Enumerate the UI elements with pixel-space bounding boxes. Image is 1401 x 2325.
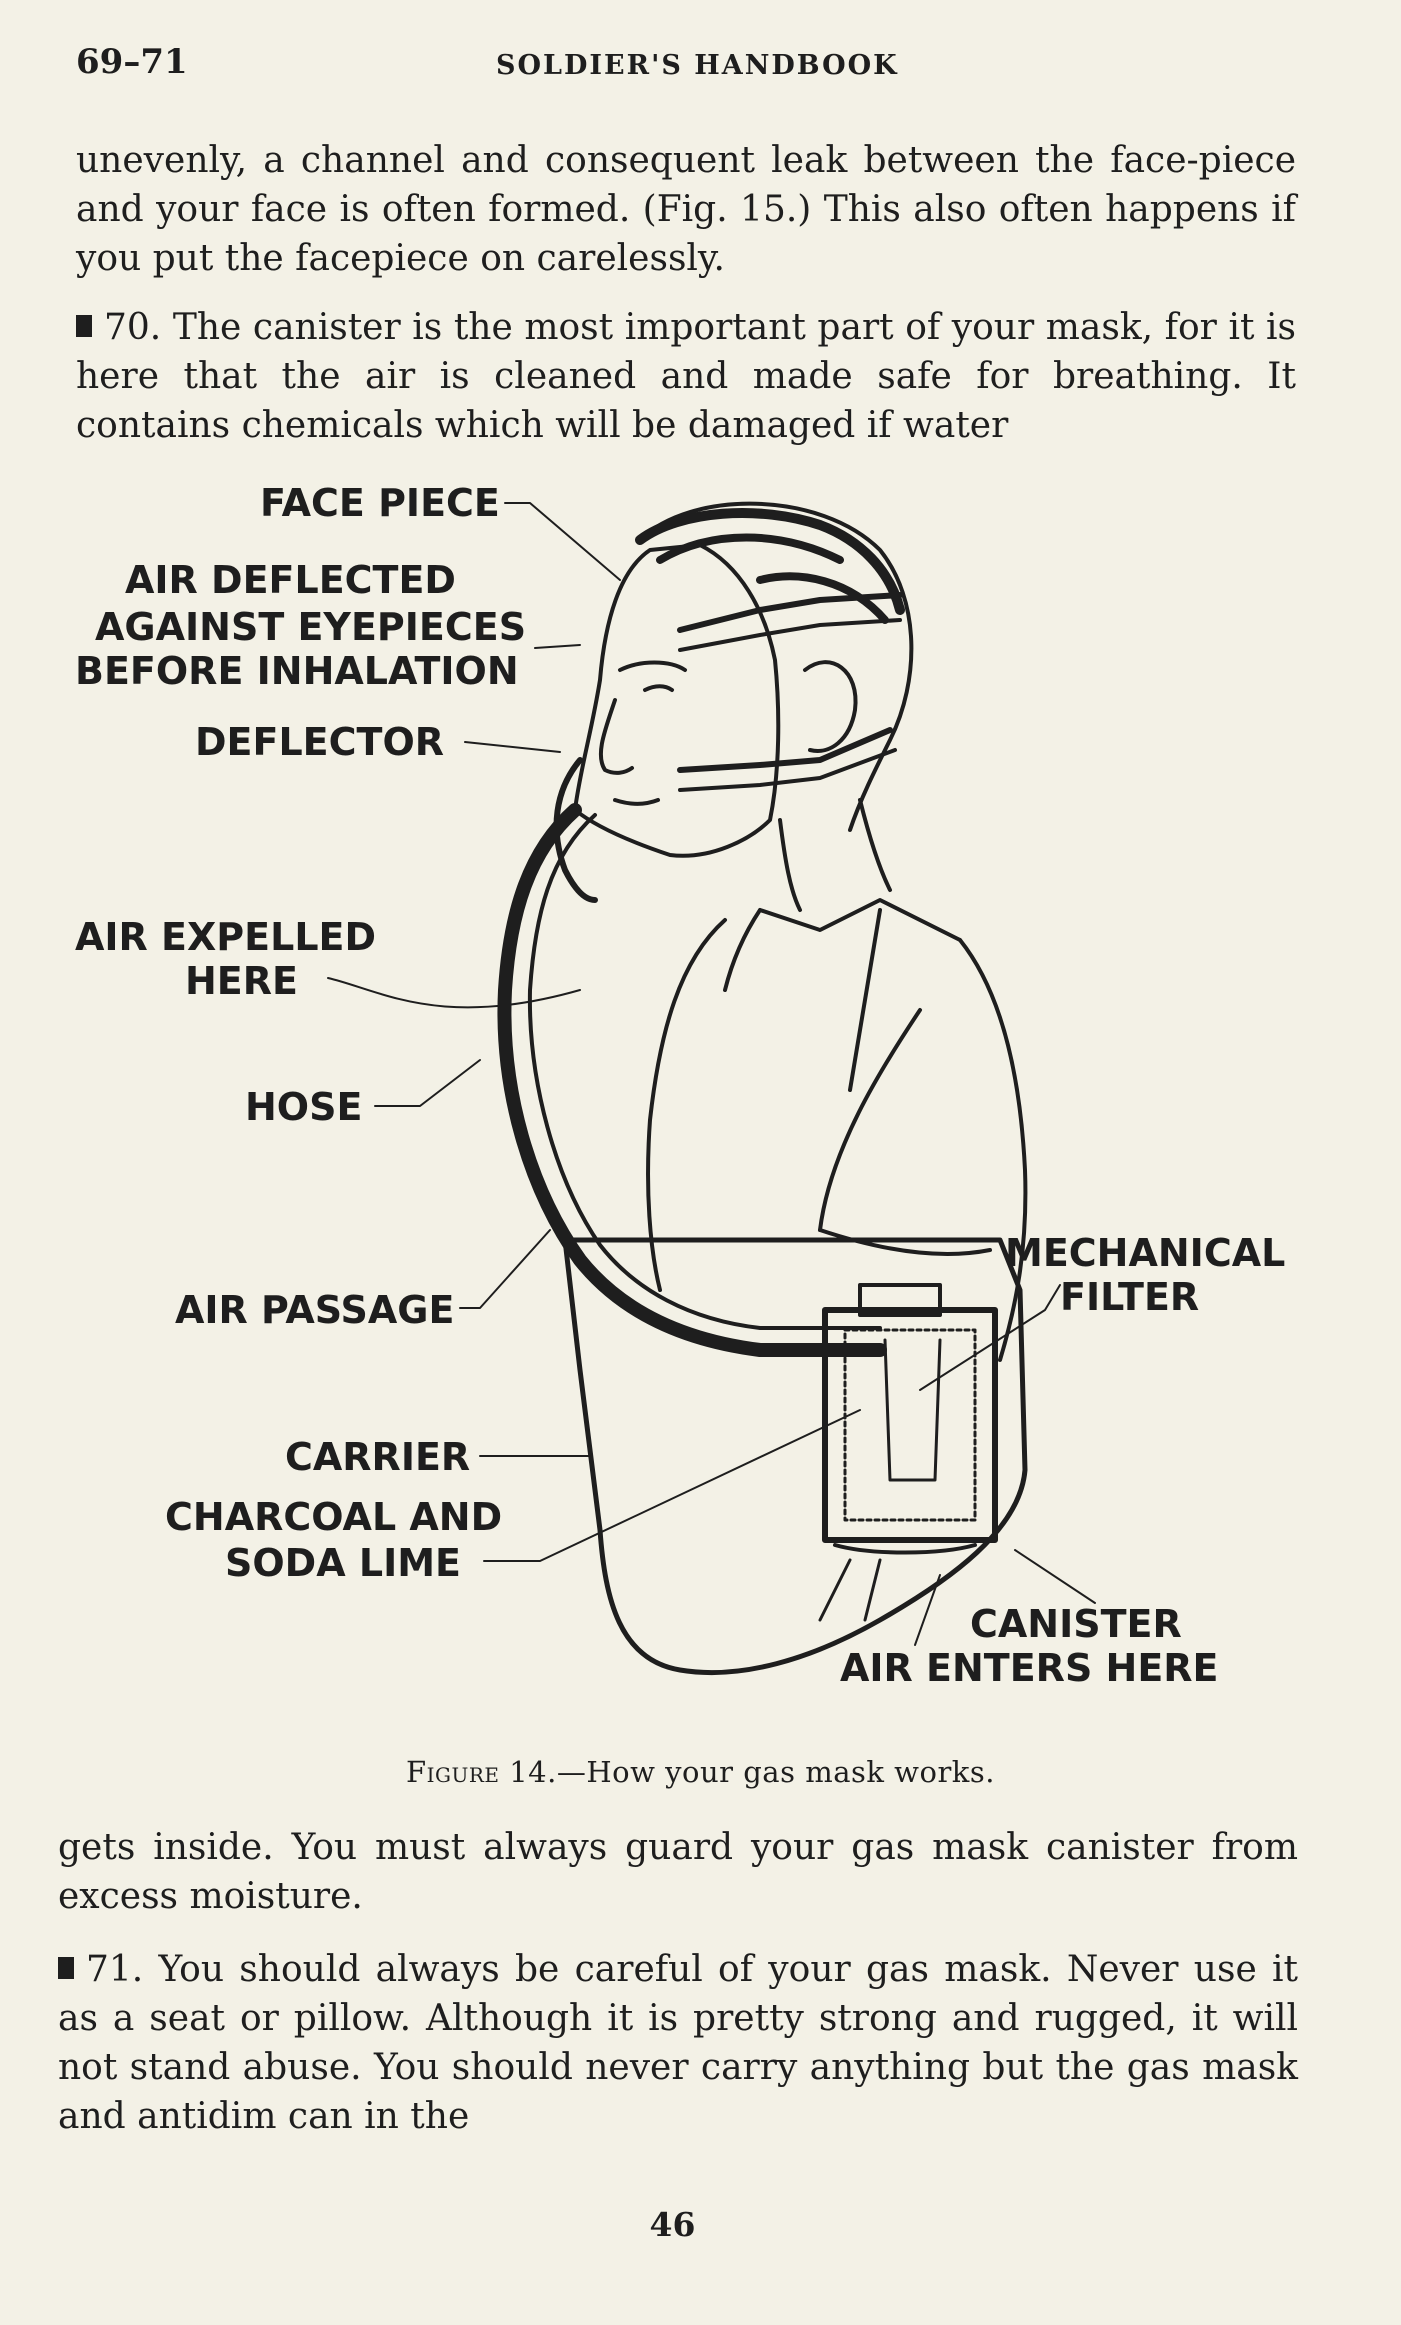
label-face-piece: FACE PIECE — [260, 481, 500, 525]
label-carrier: CARRIER — [285, 1435, 470, 1479]
running-title: SOLDIER'S HANDBOOK — [496, 50, 899, 81]
figure-caption: Figure 14.—How your gas mask works. — [0, 1755, 1401, 1789]
leader-air-enters — [915, 1575, 940, 1645]
torso-outline — [648, 920, 725, 1290]
label-mechanical-filter-2: FILTER — [1060, 1275, 1199, 1319]
label-hose: HOSE — [245, 1085, 362, 1129]
page-number: 46 — [0, 2205, 1345, 2244]
paragraph-continuation: unevenly, a channel and consequent leak … — [76, 136, 1296, 283]
paragraph-71: 71. You should always be careful of your… — [58, 1945, 1298, 2141]
leader-face-piece — [505, 503, 620, 580]
paragraph-mark — [76, 315, 92, 337]
page-header: 69–71 SOLDIER'S HANDBOOK — [76, 42, 1296, 102]
paragraph-70-text: 70. The canister is the most important p… — [76, 307, 1296, 446]
label-charcoal-2: SODA LIME — [225, 1541, 461, 1585]
caption-figure-word: Figure — [406, 1755, 500, 1789]
label-air-deflected-1: AIR DEFLECTED — [125, 558, 456, 602]
ear — [805, 662, 856, 751]
leader-canister — [1015, 1550, 1095, 1603]
caption-text: 14.—How your gas mask works. — [509, 1755, 995, 1789]
label-air-enters: AIR ENTERS HERE — [840, 1646, 1219, 1690]
leader-deflector — [465, 742, 560, 752]
label-air-deflected-3: BEFORE INHALATION — [75, 649, 519, 693]
collar — [760, 900, 960, 940]
face-piece-outline — [575, 545, 778, 856]
leader-air-passage — [460, 1230, 550, 1308]
mechanical-filter — [885, 1340, 940, 1480]
label-air-expelled-2: HERE — [185, 959, 298, 1003]
paragraph-70: 70. The canister is the most important p… — [76, 303, 1296, 450]
gas-mask-illustration: FACE PIECE AIR DEFLECTED AGAINST EYEPIEC… — [60, 470, 1300, 1760]
leader-air-expelled — [328, 978, 580, 1007]
leader-air-deflected — [535, 645, 580, 648]
hose — [504, 810, 880, 1350]
air-intake — [835, 1545, 975, 1553]
label-air-expelled-1: AIR EXPELLED — [75, 915, 376, 959]
label-canister: CANISTER — [970, 1602, 1182, 1646]
gas-mask-figure: FACE PIECE AIR DEFLECTED AGAINST EYEPIEC… — [60, 470, 1300, 1760]
label-deflector: DEFLECTOR — [195, 720, 444, 764]
leader-hose — [375, 1060, 480, 1106]
paragraph-70-continued: gets inside. You must always guard your … — [58, 1823, 1298, 1921]
label-air-passage: AIR PASSAGE — [175, 1288, 454, 1332]
paragraph-mark — [58, 1957, 74, 1979]
charcoal-layer — [845, 1330, 975, 1520]
section-range: 69–71 — [76, 42, 188, 82]
label-charcoal-1: CHARCOAL AND — [165, 1495, 502, 1539]
label-air-deflected-2: AGAINST EYEPIECES — [95, 605, 526, 649]
leader-charcoal — [484, 1410, 860, 1561]
paragraph-71-text: 71. You should always be careful of your… — [58, 1949, 1298, 2137]
label-mechanical-filter-1: MECHANICAL — [1005, 1231, 1285, 1275]
